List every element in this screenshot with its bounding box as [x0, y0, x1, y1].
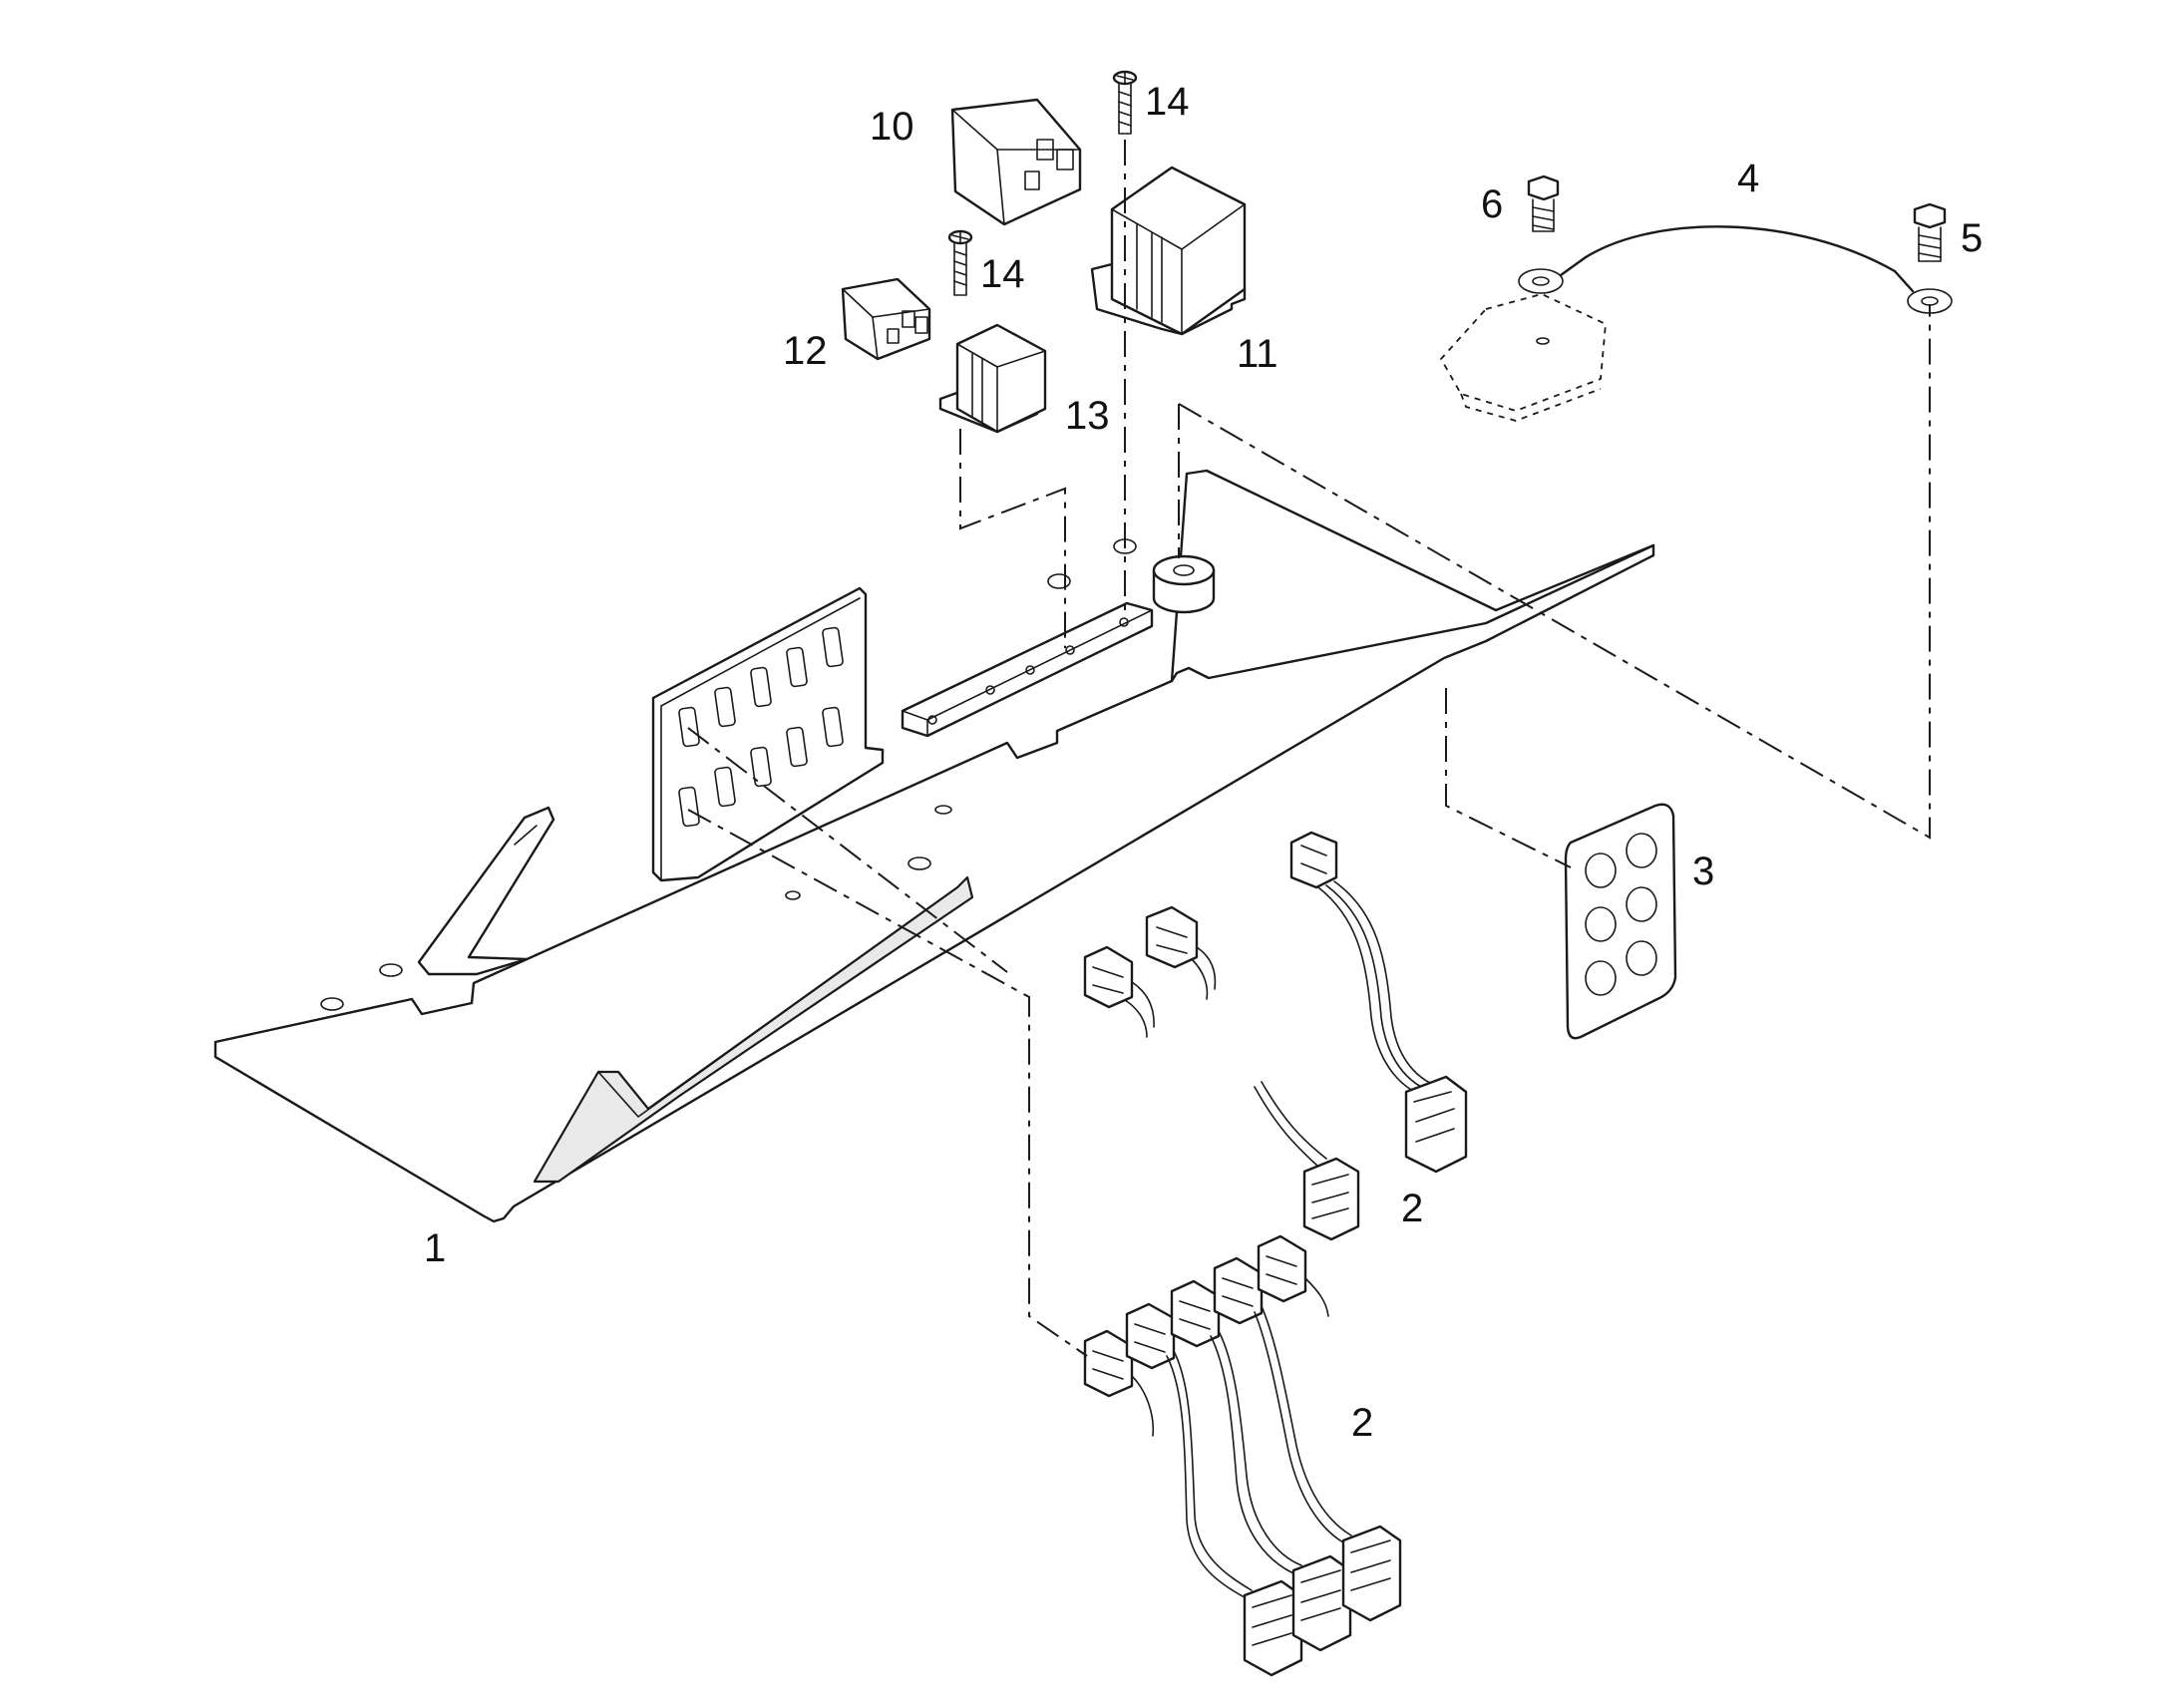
callout-5: 5 [1961, 216, 1983, 260]
relay-small [841, 277, 931, 361]
callout-2-upper: 2 [1401, 1187, 1423, 1230]
callout-1: 1 [424, 1226, 446, 1270]
callout-10: 10 [870, 105, 914, 149]
bolt-5 [1913, 202, 1947, 262]
callout-3: 3 [1692, 850, 1714, 893]
callout-14-upper: 14 [1145, 80, 1190, 124]
callout-2-lower: 2 [1351, 1401, 1373, 1445]
screw-upper [1112, 70, 1138, 135]
grommet-pad [1564, 803, 1677, 1040]
bolt-6 [1527, 174, 1560, 232]
harness-upper [1083, 831, 1468, 1241]
callout-6: 6 [1481, 182, 1503, 226]
relay-large [950, 98, 1082, 226]
callout-4: 4 [1737, 157, 1759, 200]
callout-13: 13 [1065, 394, 1110, 438]
mounting-plate [213, 469, 1655, 1223]
callout-14-lower: 14 [980, 252, 1025, 296]
ground-cable [1439, 225, 1953, 422]
callout-12: 12 [783, 329, 828, 373]
assembly-leaders [687, 140, 1931, 1357]
relay-socket-large [1090, 166, 1247, 336]
screw-lower [947, 229, 973, 296]
harness-lower [1083, 1234, 1402, 1677]
callout-11: 11 [1237, 332, 1278, 376]
relay-socket-small [938, 323, 1047, 434]
callout-labels: 1 2 2 3 4 5 6 10 11 12 13 14 14 [424, 80, 1983, 1445]
